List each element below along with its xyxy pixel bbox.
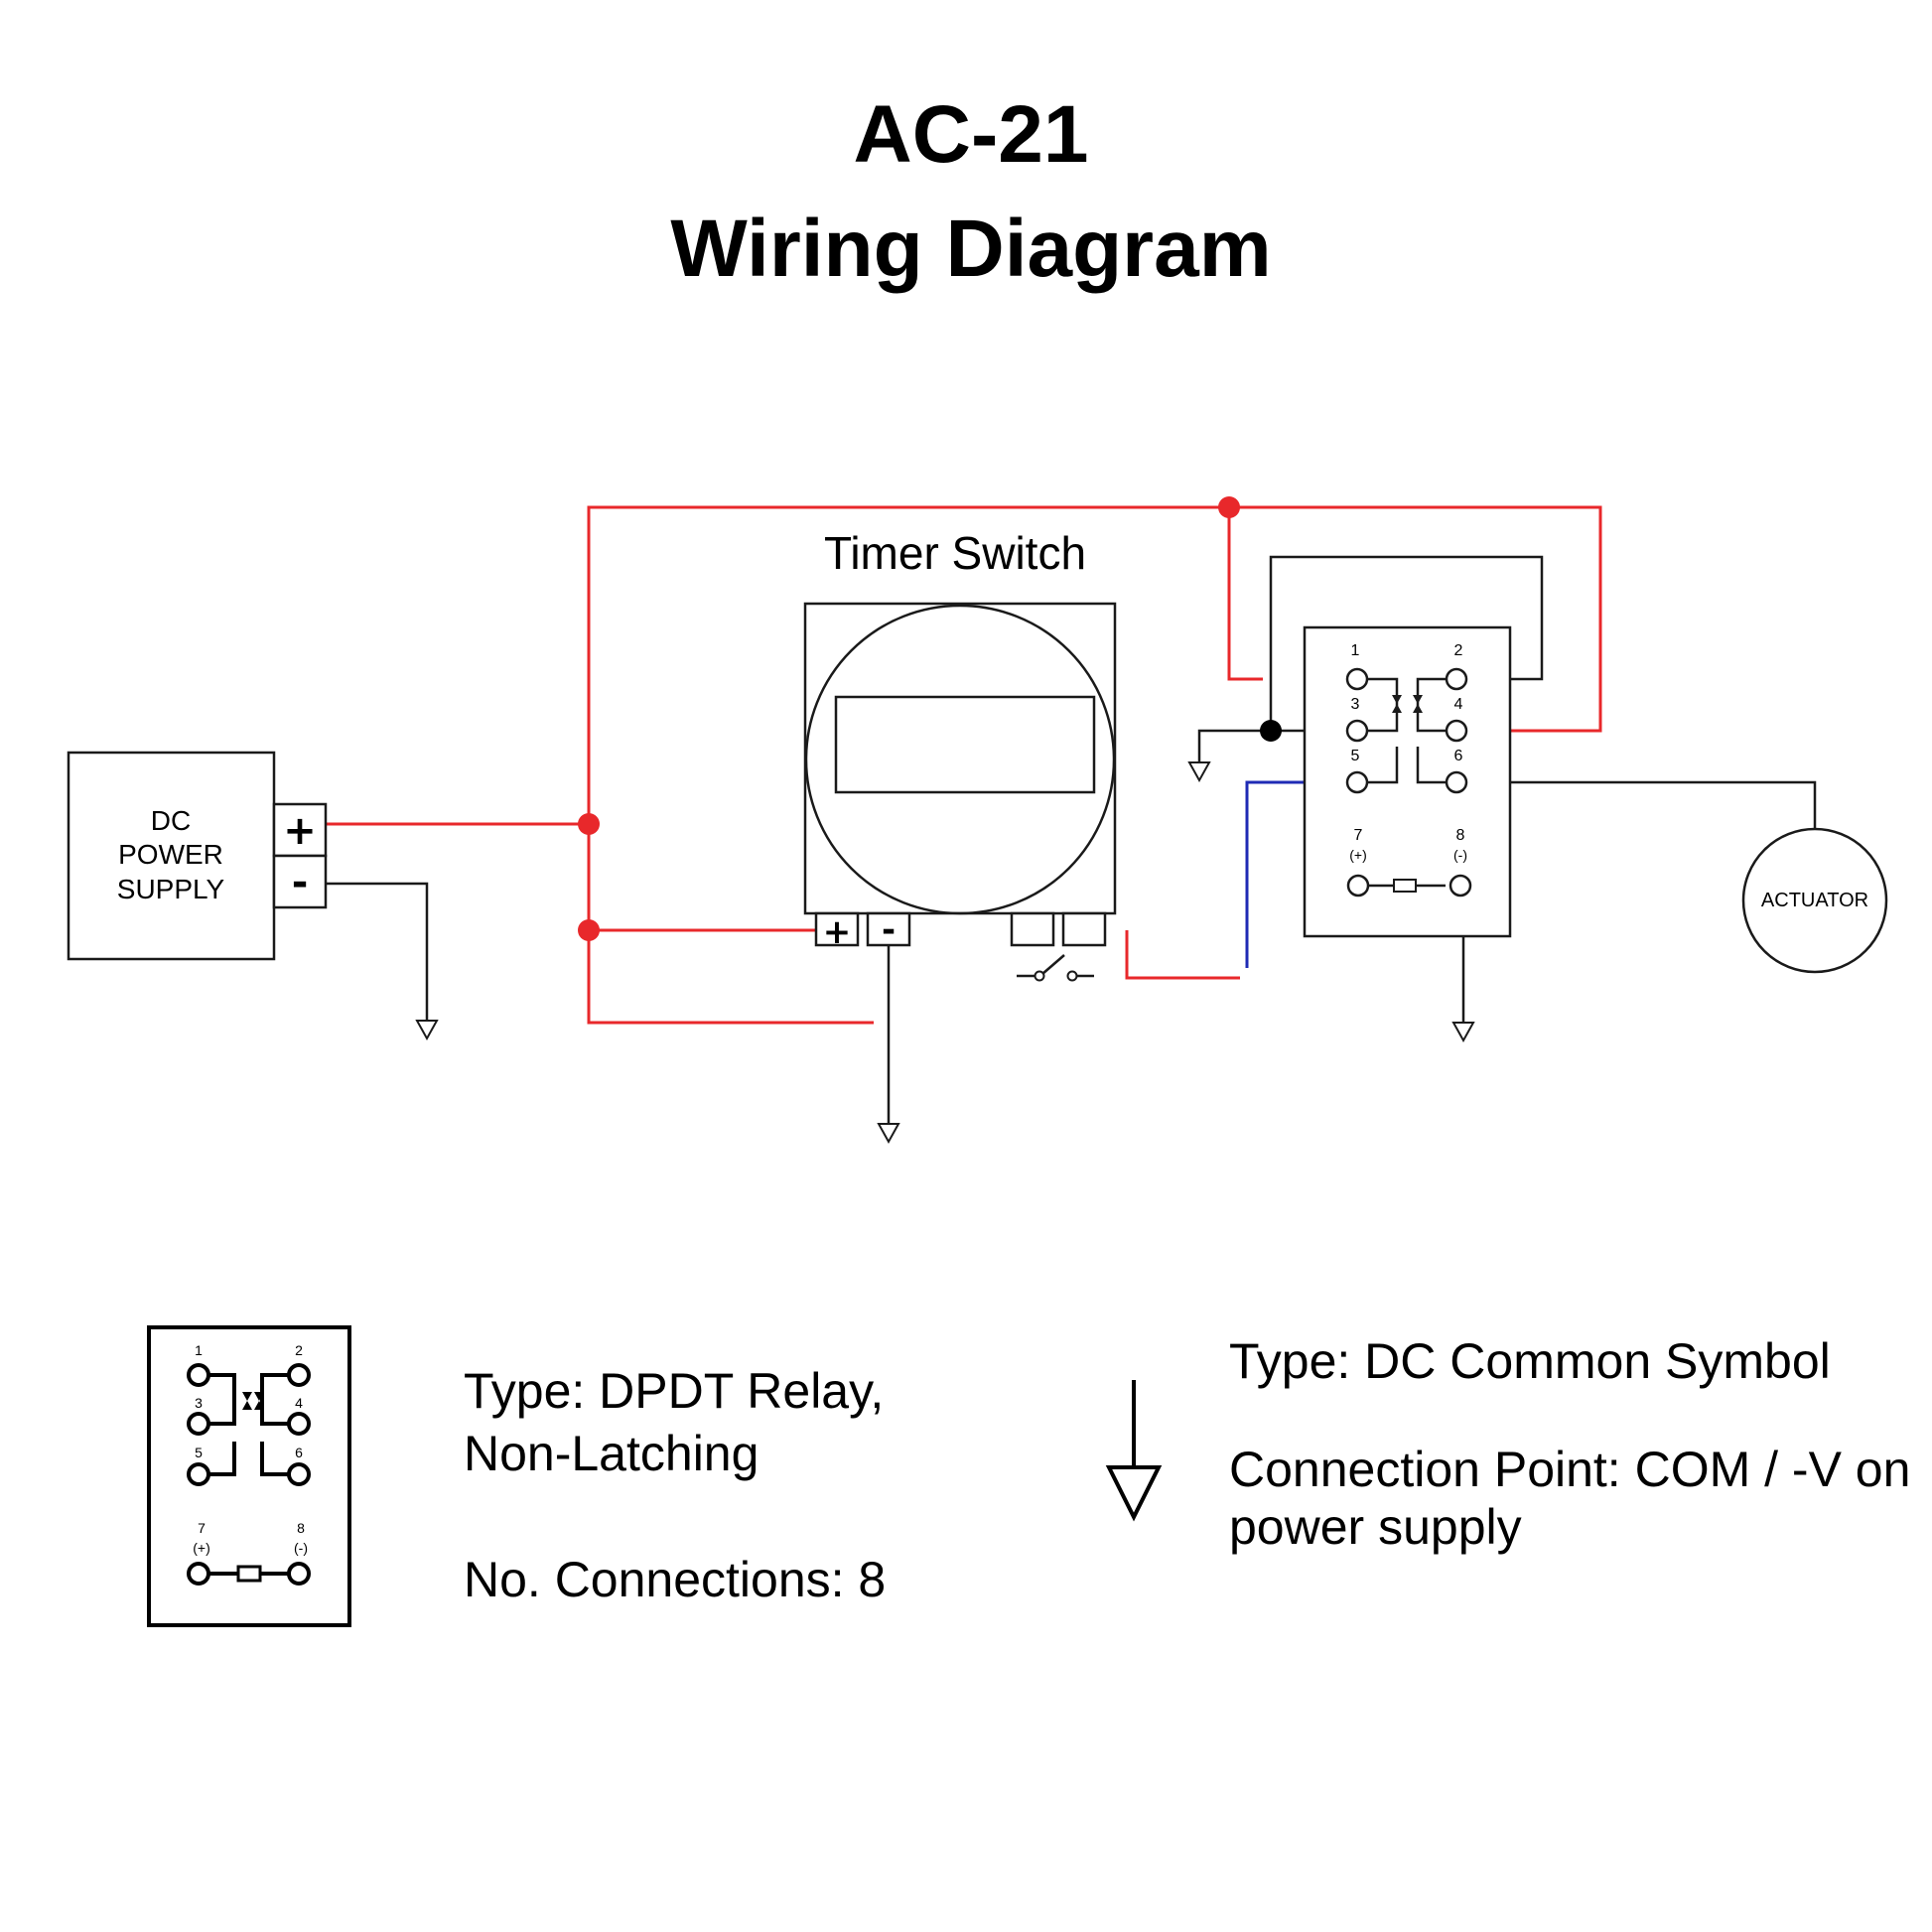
ground-icon-relay3 <box>1187 761 1211 783</box>
wire-bus-timer <box>587 824 819 932</box>
relay-pin-5 <box>1345 770 1369 794</box>
timer-switch-label: Timer Switch <box>824 527 1086 579</box>
wire-timer-output <box>1125 930 1240 980</box>
legend-pin-7-polarity: (+) <box>193 1540 210 1556</box>
wire-psu-negative <box>326 882 429 1021</box>
legend-pin-1-label: 1 <box>195 1342 203 1358</box>
legend-relay-type-1: Type: DPDT Relay, <box>464 1363 884 1419</box>
timer-output-terminal-b <box>1061 911 1107 947</box>
legend-pin-3-label: 3 <box>195 1395 203 1411</box>
psu-plus-label: + <box>283 808 317 854</box>
legend-common-type: Type: DC Common Symbol <box>1229 1333 1831 1389</box>
legend-pin-7-label: 7 <box>198 1520 206 1536</box>
actuator: ACTUATOR <box>1741 827 1888 974</box>
timer-plus-terminal <box>814 911 860 947</box>
legend-pin-7 <box>187 1562 210 1586</box>
psu-minus-label: - <box>292 860 309 905</box>
wire-relay-loop <box>1269 555 1544 731</box>
ground-icon-relay8 <box>1451 1022 1475 1043</box>
actuator-label: ACTUATOR <box>1761 890 1868 911</box>
wire-relay3-ground <box>1197 729 1348 762</box>
wire-relay6-actuator <box>1463 780 1817 828</box>
relay-pin-4 <box>1445 719 1468 743</box>
ground-icon-timer <box>877 1123 900 1145</box>
title-model: AC-21 <box>854 89 1089 180</box>
timer-dial <box>804 604 1116 915</box>
title-diagram: Wiring Diagram <box>670 204 1271 294</box>
relay-pin-3 <box>1345 719 1369 743</box>
legend-pin-8-polarity: (-) <box>294 1540 308 1556</box>
relay-pin-8-label: 8 <box>1456 827 1465 844</box>
wire-to-relay-pin1 <box>1227 507 1263 681</box>
relay-pin-7-label: 7 <box>1354 827 1363 844</box>
relay-pin-8 <box>1449 874 1472 897</box>
legend-pin-2 <box>287 1363 311 1387</box>
relay-pin-6-label: 6 <box>1454 748 1463 764</box>
legend-pin-2-label: 2 <box>295 1342 303 1358</box>
wire-bus-bottom <box>587 930 874 1025</box>
legend-pin-6 <box>287 1462 311 1486</box>
psu-minus-terminal <box>272 854 328 909</box>
legend-pin-3 <box>187 1412 210 1436</box>
timer-output-terminal-a <box>1010 911 1055 947</box>
relay-pin-7 <box>1346 874 1370 897</box>
wire-main-bus <box>587 505 1602 824</box>
legend-pin-5-label: 5 <box>195 1445 203 1460</box>
legend-common-icon <box>1105 1465 1163 1522</box>
junction-timer-positive <box>578 919 600 941</box>
junction-psu-positive <box>578 813 600 835</box>
switch-symbol-icon <box>1017 954 1094 982</box>
psu-label-1: DC <box>151 805 191 836</box>
legend-relay-connections: No. Connections: 8 <box>464 1552 886 1607</box>
legend-pin-4 <box>287 1412 311 1436</box>
ground-symbols <box>415 761 1475 1145</box>
junction-top-bus <box>1218 496 1240 518</box>
relay-pin-2-label: 2 <box>1454 642 1463 659</box>
timer-plus-label: + <box>823 912 852 952</box>
relay-pin-3-label: 3 <box>1351 696 1360 713</box>
psu-label-3: SUPPLY <box>117 874 225 904</box>
relay-pin-2 <box>1445 667 1468 691</box>
ground-icon-psu <box>415 1020 439 1041</box>
relay-pin-1 <box>1345 667 1369 691</box>
relay-pin-4-label: 4 <box>1454 696 1463 713</box>
legend-pin-4-label: 4 <box>295 1395 303 1411</box>
junction-common <box>1260 720 1282 742</box>
legend-relay: 1 2 3 4 5 6 7 8 (+) (-) Typ <box>147 1325 886 1627</box>
legend-common-connection-2: power supply <box>1229 1499 1522 1555</box>
legend-pin-8-label: 8 <box>297 1520 305 1536</box>
relay-pin-5-label: 5 <box>1351 748 1360 764</box>
psu-label-2: POWER <box>118 839 223 870</box>
legend-common-connection-1: Connection Point: COM / -V on <box>1229 1442 1910 1497</box>
timer-switch: Timer Switch + - <box>803 527 1117 982</box>
legend-pin-1 <box>187 1363 210 1387</box>
legend-pin-6-label: 6 <box>295 1445 303 1460</box>
timer-display <box>834 695 1096 794</box>
power-supply: DC POWER SUPPLY + - <box>67 751 328 961</box>
relay-pin-6 <box>1445 770 1468 794</box>
legend-common: Type: DC Common Symbol Connection Point:… <box>1105 1333 1910 1555</box>
timer-minus-label: - <box>882 910 896 950</box>
relay-pin-1-label: 1 <box>1351 642 1360 659</box>
relay-pin-8-polarity: (-) <box>1453 847 1467 863</box>
common-wires <box>326 555 1817 1124</box>
relay: 1 2 3 4 5 6 7 8 (+) (-) <box>1303 625 1512 938</box>
relay-pin-7-polarity: (+) <box>1349 847 1367 863</box>
timer-minus-terminal <box>866 911 911 947</box>
legend-pin-8 <box>287 1562 311 1586</box>
legend-relay-type-2: Non-Latching <box>464 1426 759 1481</box>
legend-pin-5 <box>187 1462 210 1486</box>
